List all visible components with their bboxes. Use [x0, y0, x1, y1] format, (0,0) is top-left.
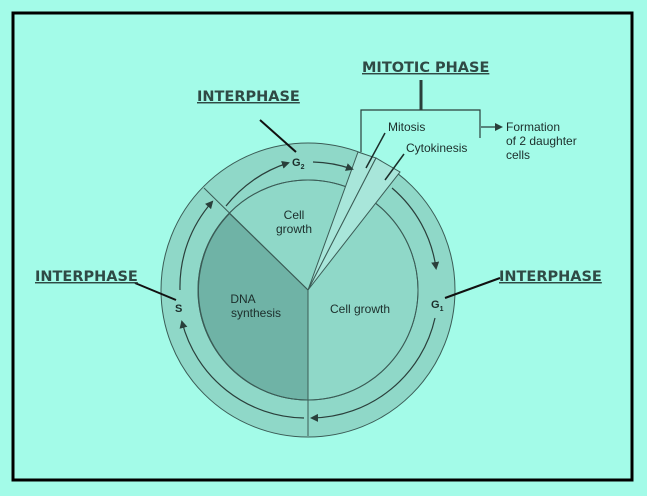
cell-growth-top-line1: Cell — [284, 208, 305, 222]
arrow-s-to-g2 — [179, 200, 214, 291]
cell-growth-top-line2: growth — [276, 222, 312, 236]
dna-synthesis-line2: synthesis — [231, 306, 281, 320]
arrow-g2-to-mitosis — [312, 161, 354, 171]
interphase-top-label: INTERPHASE — [197, 89, 300, 105]
cytokinesis-label: Cytokinesis — [406, 141, 467, 155]
divider-s-g2 — [203, 187, 309, 291]
arrow-g1-bottom — [310, 317, 436, 422]
dna-synthesis-line1: DNA — [230, 292, 255, 306]
arrow-to-g1 — [391, 187, 440, 270]
cytokinesis-leader — [384, 153, 405, 181]
formation-label-line2: of 2 daughter — [506, 134, 577, 148]
cytokinesis-wedge — [307, 157, 401, 291]
arrow-bottom-to-s — [179, 320, 305, 419]
frame-border — [11, 11, 634, 482]
interphase-left-label: INTERPHASE — [35, 269, 138, 285]
formation-label-line1: Formation — [506, 120, 560, 134]
interphase-right-label: INTERPHASE — [499, 269, 602, 285]
mitosis-leader — [365, 132, 386, 169]
s-label: S — [175, 303, 182, 315]
mitotic-phase-label: MITOTIC PHASE — [362, 60, 489, 76]
interphase-top-pointer — [259, 119, 297, 153]
g1-label: G1 — [431, 299, 444, 313]
g2-label: G2 — [292, 157, 305, 171]
cell-growth-right-label: Cell growth — [330, 302, 390, 316]
formation-label-line3: cells — [506, 148, 530, 162]
interphase-right-pointer — [444, 277, 501, 299]
arrow-s-to-g2-top — [225, 161, 290, 207]
interphase-left-pointer — [134, 282, 177, 301]
mitosis-label: Mitosis — [388, 120, 425, 134]
